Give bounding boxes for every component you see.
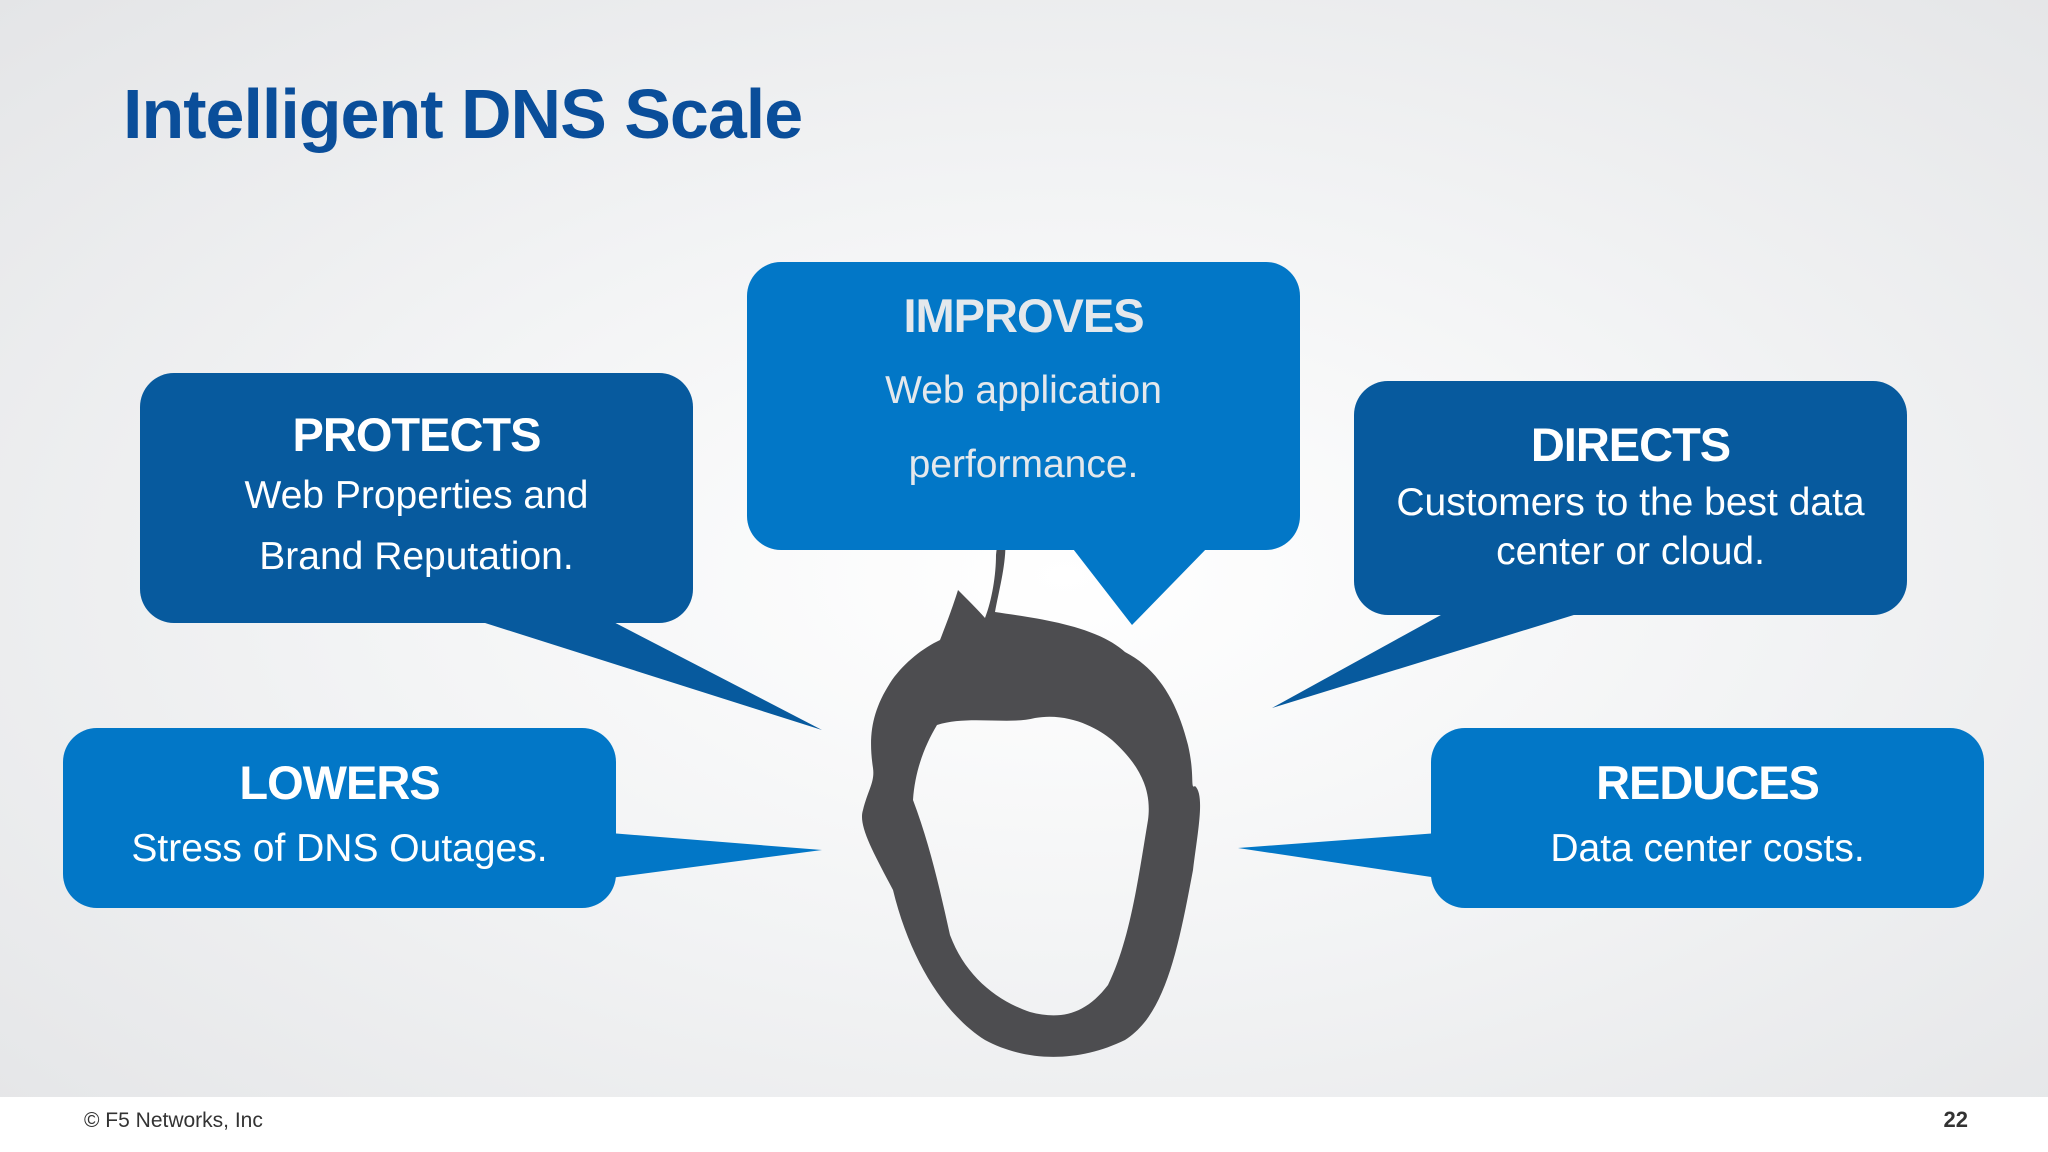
directs-text-line2: center or cloud. xyxy=(1496,529,1765,573)
callout-protects: PROTECTS Web Properties and Brand Reputa… xyxy=(140,373,693,623)
person-head-icon xyxy=(861,528,1201,1057)
page-number: 22 xyxy=(1943,1107,1968,1132)
callout-lowers: LOWERS Stress of DNS Outages. xyxy=(63,728,616,908)
lowers-heading: LOWERS xyxy=(239,755,440,809)
reduces-tail xyxy=(1238,833,1438,878)
slide-footer: © F5 Networks, Inc 22 xyxy=(0,1097,2048,1152)
callout-improves: IMPROVES Web application performance. xyxy=(747,262,1300,550)
copyright-text: © F5 Networks, Inc xyxy=(84,1109,263,1132)
protects-heading: PROTECTS xyxy=(292,407,542,461)
callout-directs: DIRECTS Customers to the best data cente… xyxy=(1354,381,1907,615)
improves-heading: IMPROVES xyxy=(903,289,1144,342)
reduces-text: Data center costs. xyxy=(1550,826,1865,870)
directs-heading: DIRECTS xyxy=(1530,418,1731,472)
slide-title: Intelligent DNS Scale xyxy=(123,75,803,153)
protects-tail xyxy=(460,615,822,730)
protects-text-line2: Brand Reputation. xyxy=(259,534,574,578)
improves-tail xyxy=(1070,545,1210,625)
lowers-text: Stress of DNS Outages. xyxy=(131,826,548,870)
improves-text-line2: performance. xyxy=(908,442,1139,486)
protects-text-line1: Web Properties and xyxy=(244,474,589,518)
callout-reduces: REDUCES Data center costs. xyxy=(1431,728,1984,908)
directs-text-line1: Customers to the best data xyxy=(1396,481,1865,525)
reduces-heading: REDUCES xyxy=(1596,755,1820,809)
improves-text-line1: Web application xyxy=(885,368,1162,412)
directs-tail xyxy=(1272,610,1590,708)
lowers-tail xyxy=(610,833,822,878)
